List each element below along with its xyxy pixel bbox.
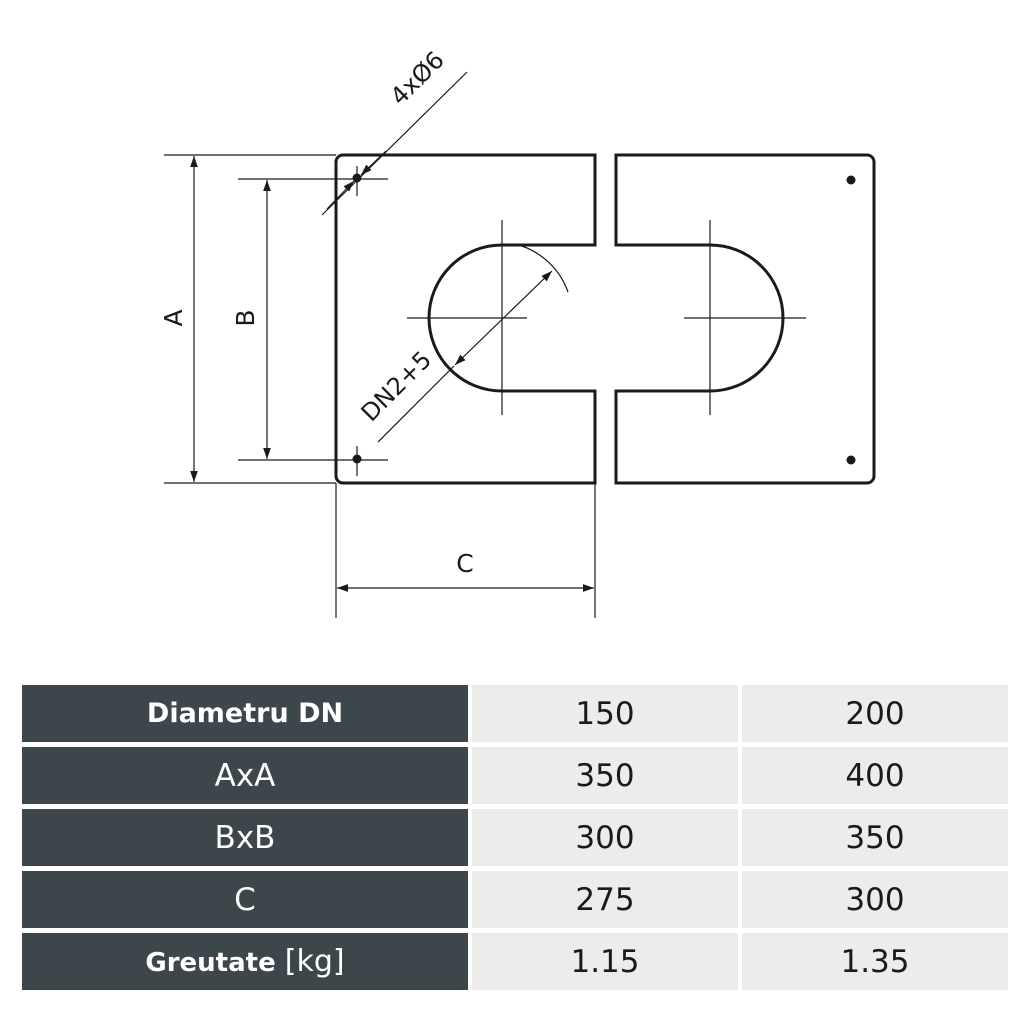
center-lines-right (684, 220, 806, 415)
opening-leader-line (377, 365, 455, 443)
opening-arc (514, 243, 569, 293)
row-header: Greutate [kg] (22, 933, 468, 990)
table-row: AxA 350 400 (22, 747, 1008, 804)
value-cell: 275 (472, 871, 738, 928)
value-cell: 1.15 (472, 933, 738, 990)
holes-arrow (326, 180, 355, 210)
table-row: BxB 300 350 (22, 809, 1008, 866)
value-cell: 300 (742, 871, 1008, 928)
extension-lines (164, 154, 596, 618)
dimension-b-label: B (231, 309, 260, 326)
spec-table: Diametru DN 150 200 AxA 350 400 BxB 300 … (18, 680, 1012, 995)
left-plate-outline (334, 153, 597, 485)
value-cell: 400 (742, 747, 1008, 804)
row-header: AxA (22, 747, 468, 804)
center-lines-left (407, 220, 527, 415)
right-plate-outline (614, 153, 876, 485)
dimension-a-label: A (159, 309, 188, 326)
value-cell: 150 (472, 685, 738, 742)
holes-arrow-2 (360, 150, 387, 176)
row-header-unit: [kg] (284, 944, 345, 979)
row-header-label: Greutate (145, 948, 276, 978)
dimension-c-label: C (456, 549, 473, 578)
row-header: BxB (22, 809, 468, 866)
table-row: C 275 300 (22, 871, 1008, 928)
value-cell: 300 (472, 809, 738, 866)
row-header: Diametru DN (22, 685, 468, 742)
mounting-hole-top-right (846, 175, 856, 185)
table-row: Greutate [kg] 1.15 1.35 (22, 933, 1008, 990)
opening-dimension-line (454, 270, 553, 366)
opening-label: DN2+5 (356, 346, 437, 427)
value-cell: 1.35 (742, 933, 1008, 990)
value-cell: 350 (742, 809, 1008, 866)
technical-drawing: A B C 4xØ6 DN2+5 (159, 46, 876, 618)
row-header: C (22, 871, 468, 928)
holes-label: 4xØ6 (385, 46, 450, 111)
value-cell: 350 (472, 747, 738, 804)
value-cell: 200 (742, 685, 1008, 742)
mounting-hole-bottom-right (846, 455, 856, 465)
table-row: Diametru DN 150 200 (22, 685, 1008, 742)
